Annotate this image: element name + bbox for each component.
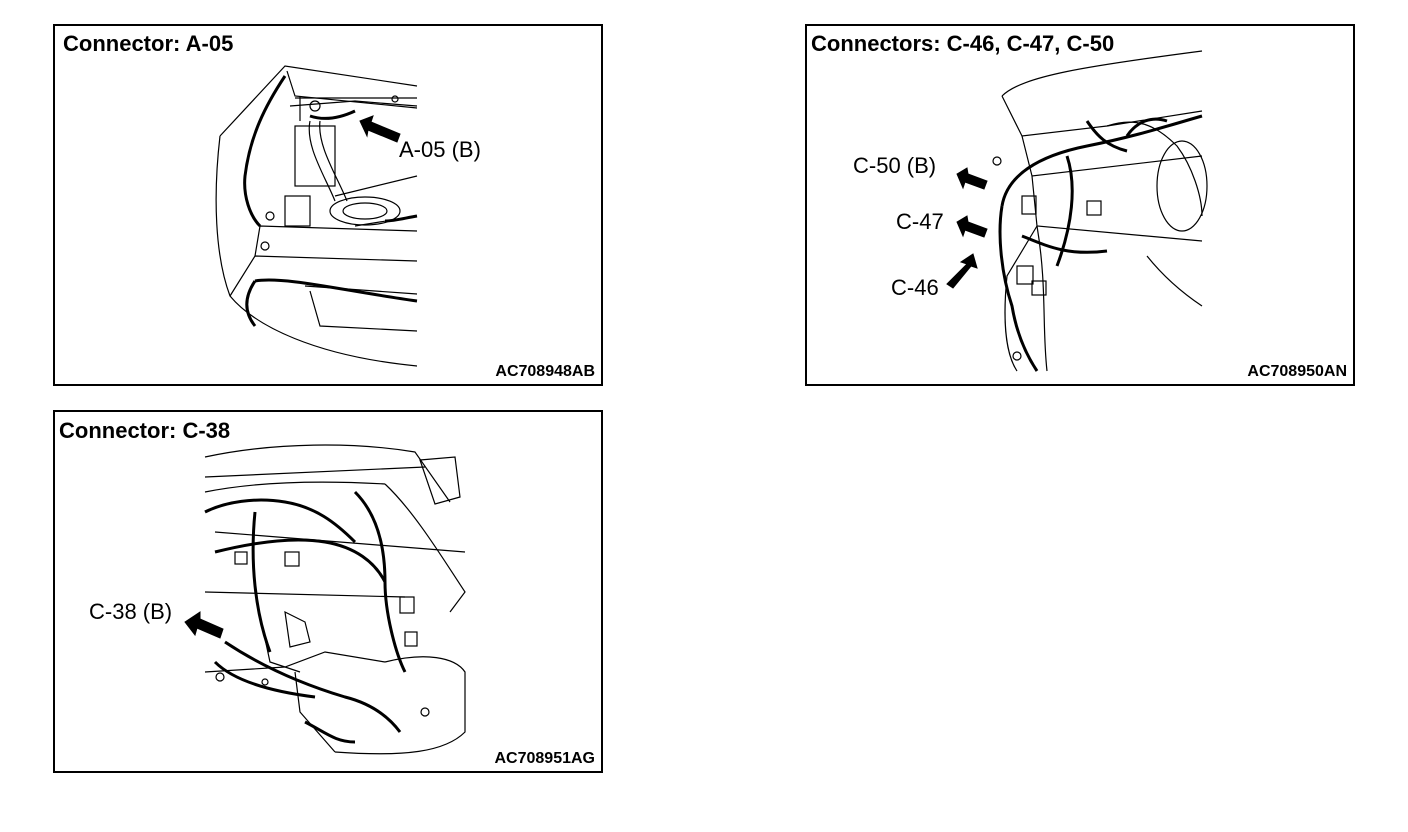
callout-c38-b: C-38 (B) bbox=[89, 599, 173, 624]
callout-c47: C-47 bbox=[896, 209, 944, 234]
figure-id: AC708950AN bbox=[1247, 363, 1347, 380]
dashboard-left-drawing bbox=[946, 50, 1208, 372]
callout-a05-b: A-05 (B) bbox=[399, 137, 481, 162]
callout-c46: C-46 bbox=[891, 275, 939, 300]
dashboard-center-drawing bbox=[184, 444, 466, 755]
panel-connectors-c46-c47-c50: Connectors: C-46, C-47, C-50 C-50 (B) C-… bbox=[805, 24, 1355, 386]
engine-bay-drawing bbox=[215, 65, 418, 367]
panel-connector-a05: Connector: A-05 A-05 (B) AC708948AB bbox=[53, 24, 603, 386]
callout-c50-b: C-50 (B) bbox=[853, 153, 937, 178]
panel-title: Connector: A-05 bbox=[63, 31, 234, 56]
figure-id: AC708948AB bbox=[495, 363, 595, 380]
figure-id: AC708951AG bbox=[494, 750, 596, 767]
panel-title: Connectors: C-46, C-47, C-50 bbox=[811, 31, 1115, 56]
panel-connector-c38: Connector: C-38 C-38 (B) AC708951AG bbox=[53, 410, 603, 773]
panel-title: Connector: C-38 bbox=[59, 418, 231, 443]
